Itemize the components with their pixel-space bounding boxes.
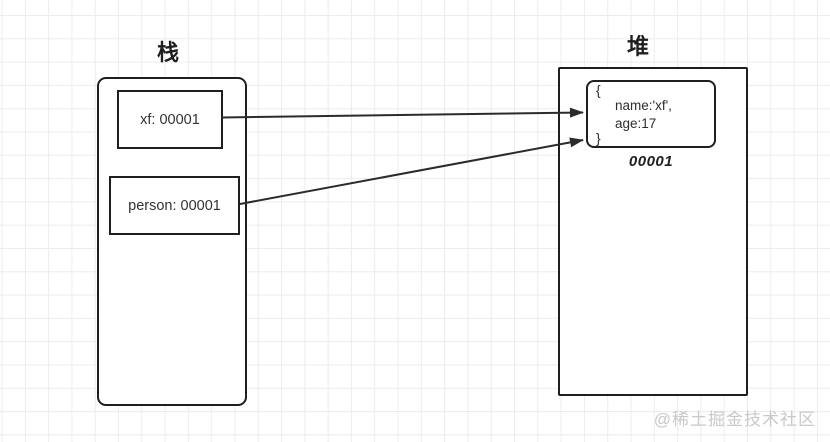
arrow-xf-to-heap-object [221, 107, 584, 119]
object-property-name: name:'xf', [615, 98, 672, 113]
stack-title: 栈 [156, 40, 180, 65]
heap-container-box: { name:'xf', age:17 } 00001 [558, 67, 748, 396]
stack-variable-person-label: person: 00001 [128, 197, 221, 214]
stack-variable-person-box: person: 00001 [109, 176, 240, 235]
heap-object-address-label: 00001 [628, 153, 674, 170]
heap-object-box: { name:'xf', age:17 } [586, 80, 716, 148]
object-close-brace: } [596, 130, 601, 146]
stack-variable-xf-label: xf: 00001 [140, 111, 200, 128]
arrow-person-to-heap-object [239, 137, 584, 205]
object-open-brace: { [596, 82, 601, 98]
stack-variable-xf-box: xf: 00001 [117, 90, 223, 149]
object-property-age: age:17 [615, 116, 657, 131]
stack-container-box: xf: 00001 person: 00001 [97, 77, 247, 406]
heap-title: 堆 [626, 34, 650, 59]
object-properties: name:'xf', age:17 [588, 82, 714, 133]
watermark-text: @稀土掘金技术社区 [653, 410, 816, 429]
